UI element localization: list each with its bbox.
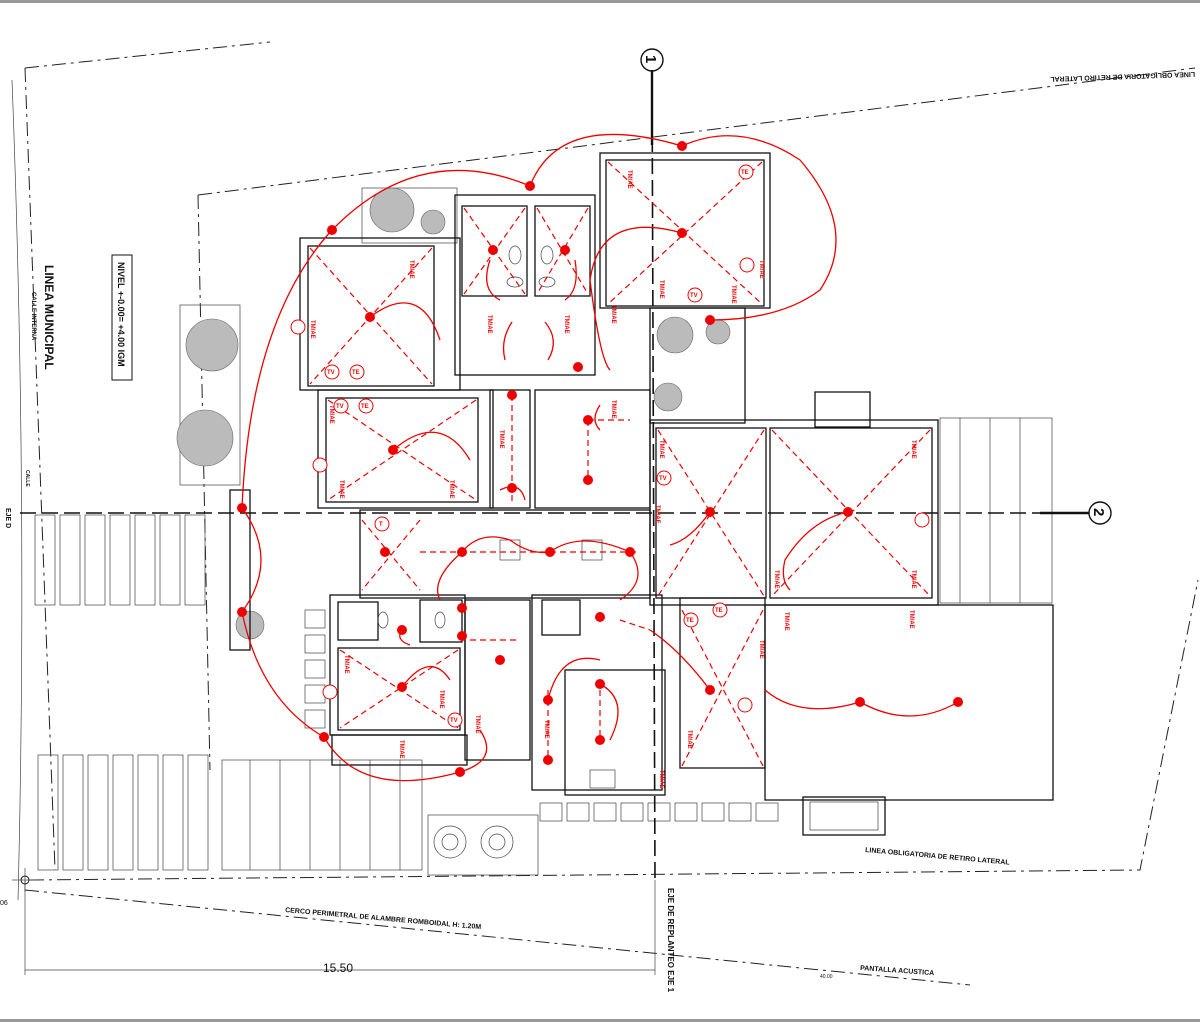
room-tag: TE xyxy=(712,602,728,618)
svg-text:TM/AE: TM/AE xyxy=(730,285,736,304)
svg-text:TM/AE: TM/AE xyxy=(654,505,660,524)
axis-tags: 1 2 xyxy=(642,55,1107,516)
room-tags: TV TE TV TE TV TE TV TE TV TE T xyxy=(290,164,930,728)
room-tag-text: TV xyxy=(327,370,335,376)
calle-label: CALLE INTERNA xyxy=(30,292,36,341)
eje-left-label: EJE D xyxy=(4,508,11,528)
room-tag-text: TE xyxy=(361,404,369,410)
room-tag: TV xyxy=(324,364,340,380)
eje-replanteo-label: EJE DE REPLANTEO EJE 1 xyxy=(666,888,675,993)
svg-text:TM/AE: TM/AE xyxy=(474,715,480,734)
plan-labels: LINEA MUNICIPAL CALLE INTERNA NIVEL +-0.… xyxy=(0,70,1195,993)
room-tag-text: TE xyxy=(715,608,723,614)
svg-text:TM/AE: TM/AE xyxy=(783,612,789,631)
svg-text:TM/AE: TM/AE xyxy=(498,430,504,449)
dimension-left: 06 xyxy=(0,900,8,907)
room-tag: TE xyxy=(738,164,754,180)
room-tag: TE xyxy=(349,364,365,380)
room-tag-text: TE xyxy=(686,618,694,624)
svg-text:TM/AE: TM/AE xyxy=(626,170,632,189)
svg-text:TM/AE: TM/AE xyxy=(448,480,454,499)
svg-text:TM/AE: TM/AE xyxy=(563,315,569,334)
retiro-bottom-label: LINEA OBLIGATORIA DE RETIRO LATERAL xyxy=(865,847,1011,867)
bottom-frame-line xyxy=(0,1019,1200,1022)
dimension-small: 40.00 xyxy=(820,974,833,980)
room-tag-text: TE xyxy=(352,370,360,376)
circuit-dots xyxy=(237,141,963,777)
axis-2-label: 2 xyxy=(1090,508,1107,516)
circuit-lines xyxy=(309,161,931,767)
svg-text:TM/AE: TM/AE xyxy=(610,305,616,324)
svg-text:TM/AE: TM/AE xyxy=(910,440,916,459)
room-tag-text: TE xyxy=(741,170,749,176)
room-tag-text: TV xyxy=(450,718,458,724)
room-tag-text: TV xyxy=(336,404,344,410)
calle-small-label: CALLE xyxy=(24,470,30,487)
svg-text:TM/AE: TM/AE xyxy=(773,570,779,589)
svg-text:TM/AE: TM/AE xyxy=(408,260,414,279)
svg-text:TM/AE: TM/AE xyxy=(438,690,444,709)
room-tag-text: TV xyxy=(659,476,667,482)
svg-text:TM/AE: TM/AE xyxy=(686,730,692,749)
svg-text:TM/AE: TM/AE xyxy=(658,280,664,299)
room-tag: T xyxy=(374,516,390,532)
svg-text:TM/AE: TM/AE xyxy=(910,570,916,589)
top-frame-line xyxy=(0,0,1200,3)
svg-text:TM/AE: TM/AE xyxy=(658,440,664,459)
nivel-label: NIVEL +-0.00= +4.00 IGM xyxy=(116,262,126,367)
svg-text:TM/AE: TM/AE xyxy=(343,655,349,674)
axis-1-label: 1 xyxy=(642,55,659,63)
linea-municipal-label: LINEA MUNICIPAL xyxy=(42,265,56,370)
grid-axes xyxy=(20,48,1112,881)
svg-text:TM/AE: TM/AE xyxy=(758,260,764,279)
svg-text:TM/AE: TM/AE xyxy=(610,400,616,419)
svg-text:TM/AE: TM/AE xyxy=(758,640,764,659)
room-tag: TV xyxy=(656,470,672,486)
circuit-arcs xyxy=(241,133,959,782)
room-tag: TV xyxy=(447,712,463,728)
svg-text:TM/AE: TM/AE xyxy=(309,320,315,339)
dimension-15-50: 15.50 xyxy=(323,961,353,975)
svg-text:TM/AE: TM/AE xyxy=(398,740,404,759)
svg-text:TM/AE: TM/AE xyxy=(486,315,492,334)
outlet-labels: TM/AE TM/AE TM/AE TM/AE TM/AE TM/AE TM/A… xyxy=(309,170,916,789)
room-tag: TE xyxy=(683,612,699,628)
svg-text:TM/AE: TM/AE xyxy=(338,480,344,499)
svg-text:TM/AE: TM/AE xyxy=(543,720,549,739)
parking-pavers xyxy=(34,514,539,876)
svg-text:TM/AE: TM/AE xyxy=(658,770,664,789)
retiro-top-label: LINEA OBLIGATORIA DE RETIRO LATERAL xyxy=(1049,70,1195,82)
room-tag: TV xyxy=(333,398,349,414)
svg-text:TM/AE: TM/AE xyxy=(908,610,914,629)
room-tag-text: TV xyxy=(690,293,698,299)
walls xyxy=(229,152,1054,836)
trees xyxy=(176,187,731,640)
room-tag: TE xyxy=(358,398,374,414)
room-tag-text: T xyxy=(379,522,383,528)
property-lines xyxy=(11,41,1199,986)
svg-text:TM/AE: TM/AE xyxy=(328,405,334,424)
room-tag: TV xyxy=(687,287,703,303)
